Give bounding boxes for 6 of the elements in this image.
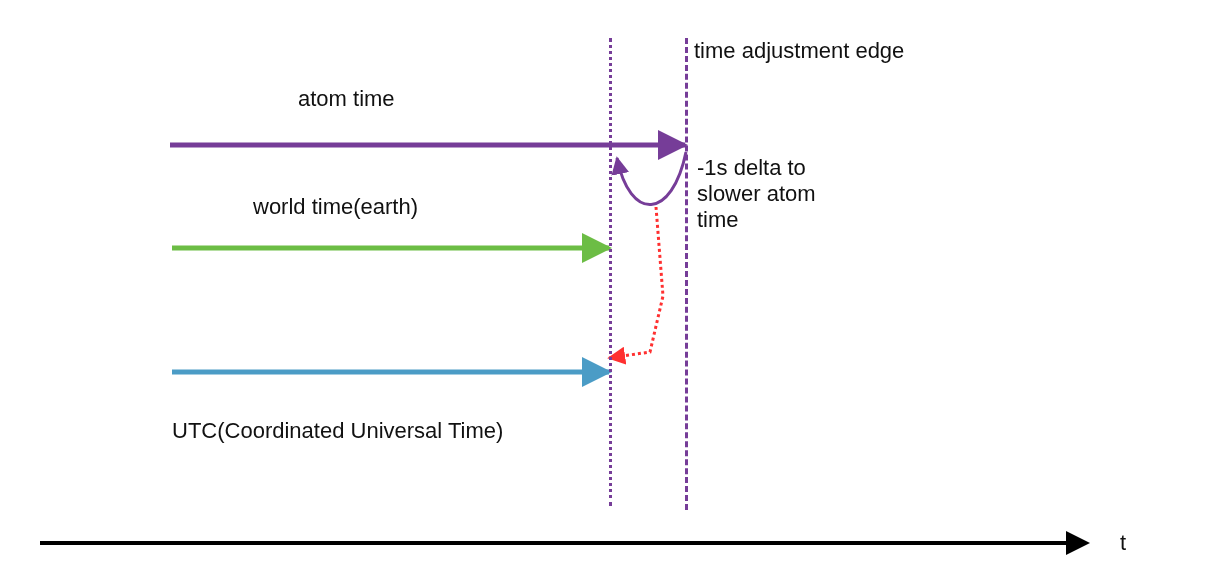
- curved-arrow: [612, 151, 688, 206]
- timeline-arrow: [172, 357, 612, 387]
- timeline-arrow: [170, 130, 688, 160]
- timeline-arrow: [172, 233, 612, 263]
- dotted-arrow: [607, 206, 665, 365]
- dotted-marker-line: [609, 38, 613, 506]
